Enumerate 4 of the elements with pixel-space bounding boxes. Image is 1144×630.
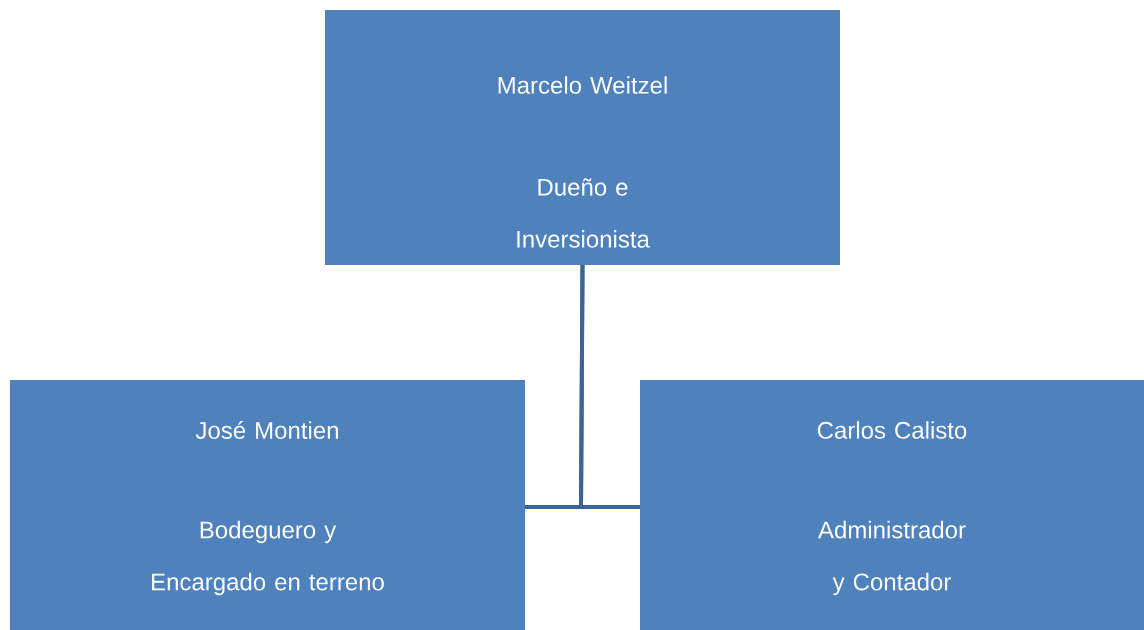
org-box: José Montien Bodeguero y Encargado en terreno (10, 380, 525, 630)
org-box: Marcelo Weitzel Dueño e Inversionista (325, 10, 840, 265)
connector-line (579, 265, 640, 509)
org-box: Carlos Calisto Administrador y Contador (640, 380, 1144, 630)
